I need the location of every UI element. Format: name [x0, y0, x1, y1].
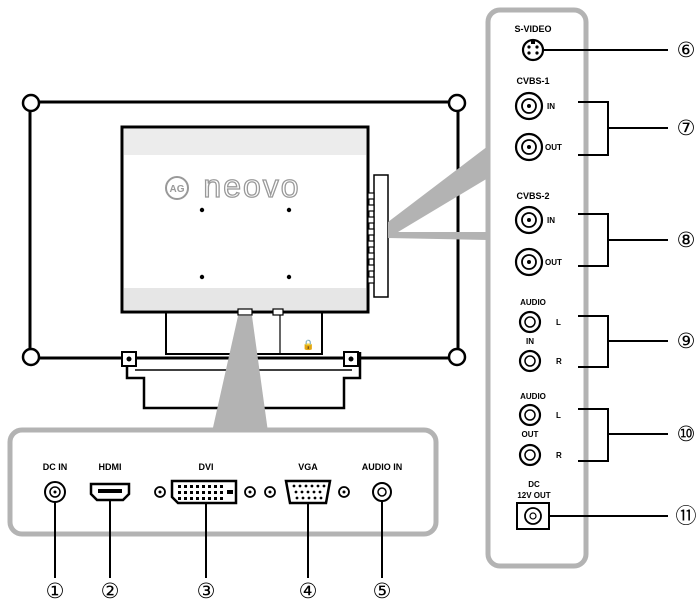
cvbs2-bracket — [578, 213, 668, 267]
port-number-2: ② — [101, 579, 120, 603]
cvbs1-out-label: OUT — [545, 143, 562, 152]
stand-screw-left — [126, 356, 132, 362]
svideo-label: S-VIDEO — [514, 24, 551, 34]
bottom-leader-lines — [54, 500, 383, 578]
vesa-hole — [286, 274, 292, 280]
port-label-dc-in: DC IN — [43, 462, 68, 472]
cvbs2-out-label: OUT — [545, 258, 562, 267]
stand-screw-right — [348, 356, 354, 362]
dc-in-jack-icon — [44, 481, 66, 503]
cvbs2-in-bnc-icon — [514, 205, 544, 235]
logo-badge: AG — [170, 184, 185, 195]
logo-text: neovo — [203, 168, 300, 204]
audio-out-right-rca-icon — [518, 443, 542, 467]
svideo-port-icon — [521, 38, 545, 62]
bottom-ports: DC IN HDMI DVI VGA AUDIO IN — [43, 462, 403, 603]
audio-out-bracket — [578, 408, 668, 462]
back-box-top-band — [124, 129, 366, 155]
side-connector-panel — [485, 7, 589, 569]
back-box-bottom-band — [124, 288, 366, 310]
corner-hole-br — [447, 347, 467, 367]
cvbs2-label: CVBS-2 — [516, 191, 549, 201]
cvbs1-out-bnc-icon — [514, 132, 544, 162]
dc-out-jack-icon — [516, 502, 550, 530]
audio-in-group-label: AUDIO — [520, 298, 546, 307]
port-label-hdmi: HDMI — [99, 462, 122, 472]
audio-in-left-rca-icon — [518, 310, 542, 334]
side-ports: S-VIDEO CVBS-1 IN OUT CVBS-2 — [514, 24, 697, 530]
dvi-port-icon — [154, 479, 256, 505]
port-number-9: ⑨ — [677, 329, 696, 353]
bottom-connector-slot — [237, 308, 253, 316]
cvbs1-in-bnc-icon — [514, 91, 544, 121]
port-number-3: ③ — [197, 579, 216, 603]
bottom-connector-slot-2 — [272, 308, 284, 316]
port-number-11: ⑪ — [676, 504, 697, 528]
audio-in-left-label: L — [556, 318, 561, 327]
audio-out-group-label: AUDIO — [520, 392, 546, 401]
vesa-hole — [199, 207, 205, 213]
port-number-8: ⑧ — [677, 228, 696, 252]
port-label-vga: VGA — [298, 462, 318, 472]
logo-badge-circle — [165, 176, 189, 200]
audio-in-jack-icon — [372, 482, 392, 502]
audio-in-right-label: R — [556, 357, 562, 366]
vga-port-icon — [264, 479, 350, 505]
audio-out-sub-label: OUT — [522, 430, 539, 439]
audio-in-bracket — [578, 315, 668, 368]
cvbs2-out-bnc-icon — [514, 247, 544, 277]
audio-out-left-rca-icon — [518, 403, 542, 427]
hdmi-port-icon — [89, 482, 131, 502]
port-label-audio-in: AUDIO IN — [362, 462, 403, 472]
corner-hole-tr — [447, 93, 467, 113]
lock-icon: 🔒 — [302, 339, 314, 351]
cvbs1-bracket — [578, 101, 668, 156]
dc-out-sub-label: 12V OUT — [517, 491, 550, 500]
corner-hole-bl — [21, 347, 41, 367]
dc-out-label: DC — [528, 480, 540, 489]
port-number-6: ⑥ — [677, 38, 696, 62]
cvbs1-label: CVBS-1 — [516, 76, 549, 86]
side-zoom-wedge — [388, 146, 488, 238]
side-connector-strip — [373, 174, 389, 298]
vesa-hole — [286, 207, 292, 213]
audio-out-left-label: L — [556, 411, 561, 420]
audio-out-right-label: R — [556, 451, 562, 460]
port-label-dvi: DVI — [198, 462, 213, 472]
side-zoom-wedge-lower — [388, 232, 488, 240]
audio-in-right-rca-icon — [518, 349, 542, 373]
port-number-10: ⑩ — [677, 422, 696, 446]
port-number-7: ⑦ — [677, 116, 696, 140]
port-number-1: ① — [46, 579, 65, 603]
audio-in-sub-label: IN — [526, 337, 534, 346]
port-number-4: ④ — [299, 579, 318, 603]
port-number-5: ⑤ — [373, 579, 392, 603]
cvbs1-in-label: IN — [547, 102, 555, 111]
cvbs2-in-label: IN — [547, 216, 555, 225]
bottom-zoom-wedge — [212, 316, 268, 432]
corner-hole-tl — [21, 93, 41, 113]
vesa-hole — [199, 274, 205, 280]
strip-notches — [367, 192, 375, 284]
